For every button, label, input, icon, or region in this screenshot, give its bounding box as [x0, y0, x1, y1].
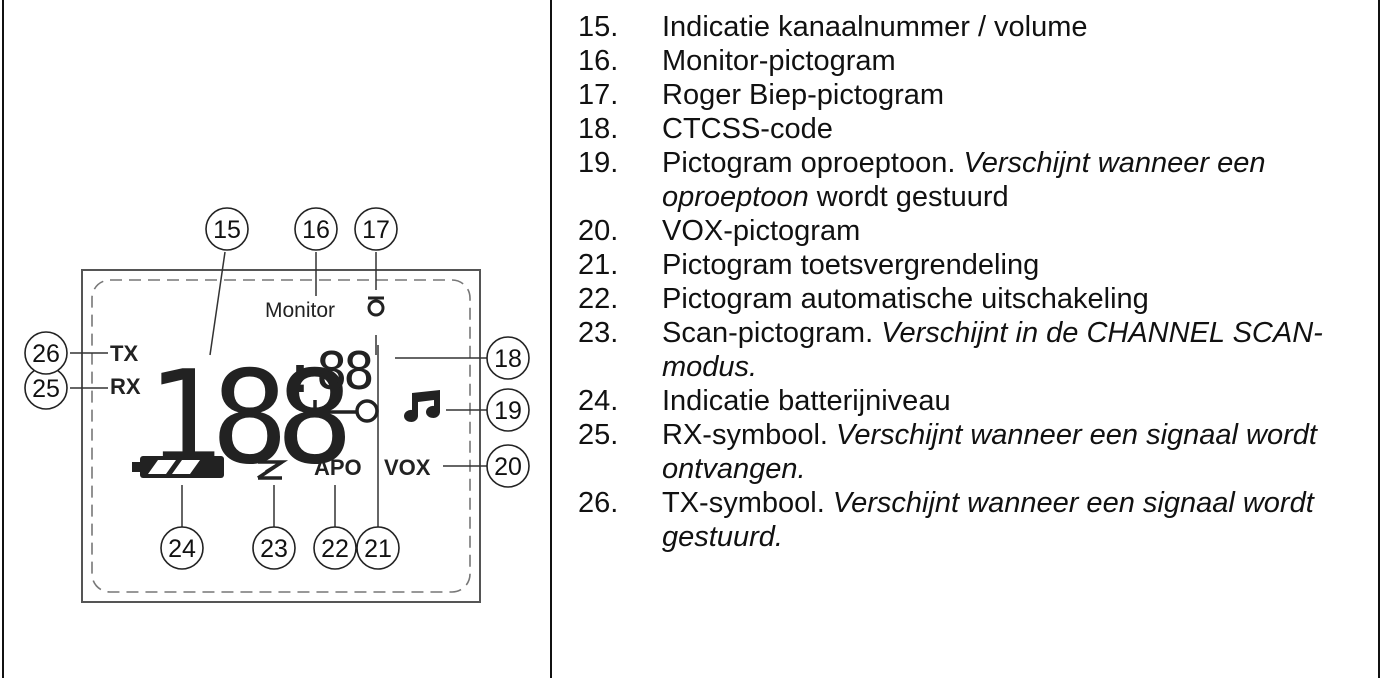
- list-item: 22.Pictogram automatische uitschakeling: [578, 283, 1149, 315]
- list-item: 15.Indicatie kanaalnummer / volume: [578, 11, 1088, 43]
- roger-beep-icon: [367, 296, 385, 317]
- column-divider: [550, 0, 552, 678]
- apo-symbol: APO: [314, 455, 362, 480]
- list-item: 23.Scan-pictogram. Verschijnt in de CHAN…: [578, 317, 1323, 383]
- lcd-inner-frame: [91, 279, 471, 593]
- list-item: 18.CTCSS-code: [578, 113, 833, 145]
- list-item: 17.Roger Biep-pictogram: [578, 79, 945, 111]
- list-item: 21.Pictogram toetsvergrendeling: [578, 249, 1040, 281]
- callout-18: 18: [494, 345, 522, 373]
- list-item: 16.Monitor-pictogram: [578, 45, 896, 77]
- music-note-icon: [404, 390, 440, 422]
- callout-20: 20: [494, 453, 522, 481]
- colon: :: [291, 344, 309, 404]
- callout-15: 15: [213, 216, 241, 244]
- list-item: 20.VOX-pictogram: [578, 215, 861, 247]
- vox-symbol: VOX: [384, 455, 431, 480]
- monitor-label: Monitor: [265, 299, 335, 322]
- key-lock-icon: [313, 399, 379, 423]
- tx-symbol: TX: [110, 341, 138, 366]
- scan-icon: [257, 460, 289, 480]
- callout-22: 22: [321, 535, 349, 563]
- callout-19: 19: [494, 397, 522, 425]
- ctcss-code-digits: 88: [316, 342, 371, 402]
- callout-24: 24: [168, 535, 196, 563]
- legend-list: 15.Indicatie kanaalnummer / volume 16.Mo…: [578, 10, 1368, 554]
- callout-23: 23: [260, 535, 288, 563]
- list-item: 19.Pictogram oproeptoon. Verschijnt wann…: [578, 147, 1266, 213]
- list-item: 25.RX-symbool. Verschijnt wanneer een si…: [578, 419, 1317, 485]
- lcd-diagram: 15 16 17 18 19 20 21 22 23 24 25 26 Moni…: [24, 207, 530, 603]
- battery-icon: [132, 456, 224, 478]
- callout-17: 17: [362, 216, 390, 244]
- callout-21: 21: [364, 535, 392, 563]
- callout-16: 16: [302, 216, 330, 244]
- callout-26: 26: [32, 340, 60, 368]
- rx-symbol: RX: [110, 374, 141, 399]
- list-item: 26.TX-symbool. Verschijnt wanneer een si…: [578, 487, 1314, 553]
- lcd-outer-frame: [81, 269, 481, 603]
- callout-25: 25: [32, 375, 60, 403]
- list-item: 24.Indicatie batterijniveau: [578, 385, 951, 417]
